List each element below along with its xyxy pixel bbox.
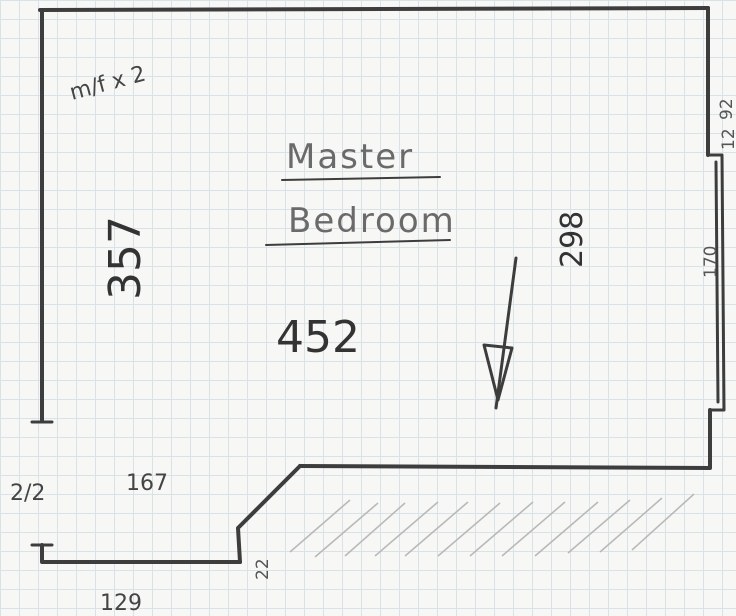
dim-window: 170 (701, 246, 721, 278)
bottom-wall (40, 543, 242, 564)
dim-right-inner: 298 (555, 211, 590, 268)
dim-bottom: 129 (100, 591, 142, 616)
door-arrow (482, 256, 518, 410)
dim-angle-small: 22 (253, 558, 273, 580)
arrow-head (482, 343, 514, 402)
hatching (289, 493, 695, 558)
dim-step-top: 167 (126, 471, 168, 496)
right-wall-lower (298, 408, 712, 470)
room-area: 452 (276, 312, 360, 363)
room-note: m/f x 2 (67, 62, 148, 106)
window-inner-line (714, 160, 720, 404)
dim-top-right-a: 92 (717, 98, 736, 120)
title-underline (281, 176, 441, 181)
dim-top-right-b: 12 (719, 128, 736, 150)
top-wall (38, 6, 710, 12)
room-outline (30, 6, 726, 564)
title-underline-2 (265, 239, 451, 246)
dim-left-height: 357 (100, 216, 151, 300)
window-recess (706, 153, 726, 412)
room-title-line2: Bedroom (288, 201, 456, 241)
dim-step-side: 2/2 (10, 481, 45, 506)
room-title-line1: Master (286, 137, 414, 177)
arrow-shaft (494, 256, 518, 410)
angled-wall (236, 464, 302, 564)
